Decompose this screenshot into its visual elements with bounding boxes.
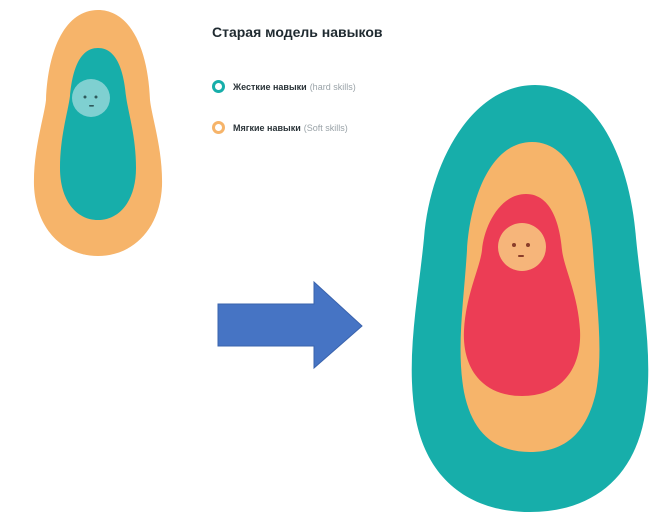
old-face xyxy=(72,79,110,117)
old-face-eye-left xyxy=(84,96,87,99)
new-face xyxy=(498,223,546,271)
legend-hard-skills: Жесткие навыки (hard skills) xyxy=(212,80,356,93)
legend-soft-skills-sublabel: (Soft skills) xyxy=(304,123,348,133)
teal-ring-icon xyxy=(212,80,225,93)
diagram-title: Старая модель навыков xyxy=(212,24,383,40)
new-face-eye-right xyxy=(526,243,530,247)
new-model-matryoshka-icon xyxy=(412,85,649,512)
legend-soft-skills-label: Мягкие навыки xyxy=(233,123,301,133)
old-face-eye-right xyxy=(95,96,98,99)
new-face-eye-left xyxy=(512,243,516,247)
legend-hard-skills-label: Жесткие навыки xyxy=(233,82,307,92)
orange-ring-icon xyxy=(212,121,225,134)
legend-hard-skills-sublabel: (hard skills) xyxy=(310,82,356,92)
old-model-matryoshka-icon xyxy=(34,10,162,256)
arrow-right-icon xyxy=(218,282,362,368)
old-face-mouth xyxy=(89,105,94,107)
new-face-mouth xyxy=(518,255,524,257)
legend-soft-skills: Мягкие навыки (Soft skills) xyxy=(212,121,348,134)
